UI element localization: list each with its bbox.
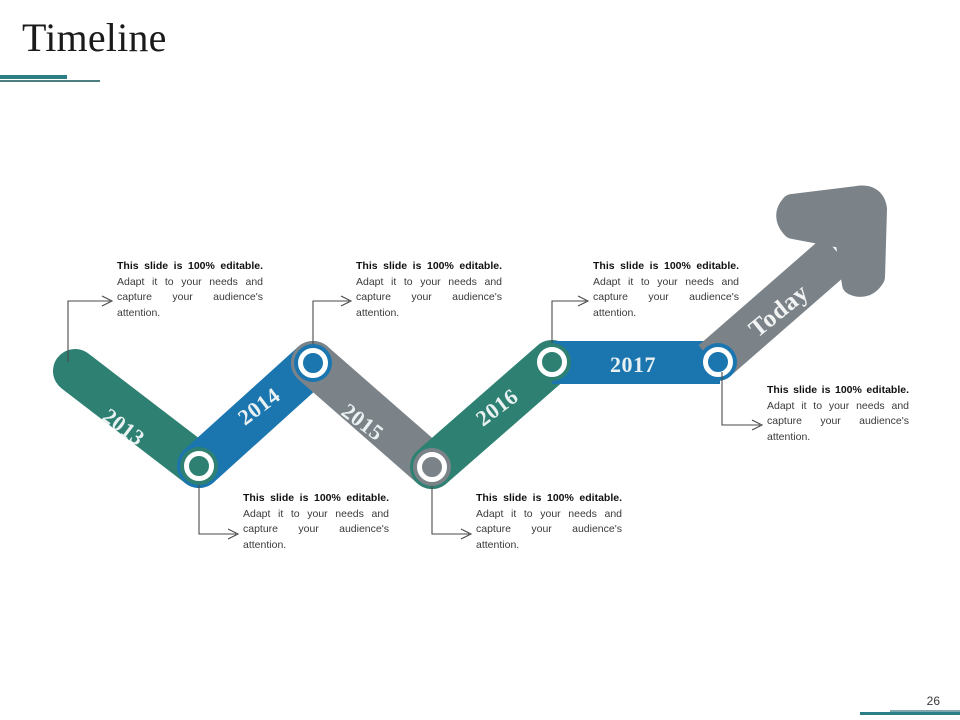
callout-1-body: Adapt it to your needs and capture your …	[117, 275, 263, 319]
segment-2016-bar[interactable]	[410, 340, 574, 489]
connector-callout-3	[551, 300, 586, 343]
connector-arrow-5	[460, 528, 473, 540]
segment-2013-bar[interactable]	[53, 349, 221, 488]
connector-callout-5	[431, 486, 469, 535]
callout-1-lead: This slide is 100% editable.	[117, 260, 263, 272]
callout-text-6: This slide is 100% editable. Adapt it to…	[767, 383, 909, 445]
connector-arrow-1	[101, 295, 114, 307]
connector-callout-4	[198, 485, 236, 535]
segment-2015-bar[interactable]	[291, 341, 454, 489]
callout-6-body: Adapt it to your needs and capture your …	[767, 399, 909, 443]
connector-callout-6	[721, 372, 760, 426]
year-label-2017: 2017	[610, 352, 656, 377]
segment-2014-bar[interactable]	[177, 341, 335, 488]
callout-3-body: Adapt it to your needs and capture your …	[593, 275, 739, 319]
callout-4-lead: This slide is 100% editable.	[243, 492, 389, 504]
footer-rule-thick	[860, 712, 960, 715]
callout-text-3: This slide is 100% editable. Adapt it to…	[593, 259, 739, 321]
connector-arrow-2	[340, 295, 353, 307]
callout-text-2: This slide is 100% editable. Adapt it to…	[356, 259, 502, 321]
connector-callout-2	[312, 300, 349, 344]
footer-rule-thin	[890, 710, 960, 712]
marker-2014-2015[interactable]	[294, 344, 332, 382]
callout-5-lead: This slide is 100% editable.	[476, 492, 622, 504]
callout-6-lead: This slide is 100% editable.	[767, 384, 909, 396]
title-rule-thick	[0, 75, 67, 79]
callout-2-body: Adapt it to your needs and capture your …	[356, 275, 502, 319]
today-arrow-head-fill	[776, 185, 887, 297]
callout-text-5: This slide is 100% editable. Adapt it to…	[476, 491, 622, 553]
connector-arrow-4	[227, 528, 240, 540]
marker-2015-2016[interactable]	[413, 448, 451, 486]
connector-callout-1	[67, 300, 110, 362]
callout-text-4: This slide is 100% editable. Adapt it to…	[243, 491, 389, 553]
page-number: 26	[926, 694, 940, 708]
marker-2016-2017[interactable]	[533, 343, 571, 381]
segment-today-shaft[interactable]	[698, 236, 853, 379]
callout-4-body: Adapt it to your needs and capture your …	[243, 507, 389, 551]
callout-2-lead: This slide is 100% editable.	[356, 260, 502, 272]
title-rule-thin	[0, 80, 100, 82]
page-title: Timeline	[22, 15, 167, 60]
callout-5-body: Adapt it to your needs and capture your …	[476, 507, 622, 551]
callout-3-lead: This slide is 100% editable.	[593, 260, 739, 272]
segment-2017-bar[interactable]	[552, 341, 720, 384]
marker-2017-today[interactable]	[699, 343, 737, 381]
connector-arrow-3	[577, 295, 590, 307]
callout-text-1: This slide is 100% editable. Adapt it to…	[117, 259, 263, 321]
connector-arrow-6	[751, 419, 764, 431]
marker-2013-2014[interactable]	[180, 447, 218, 485]
